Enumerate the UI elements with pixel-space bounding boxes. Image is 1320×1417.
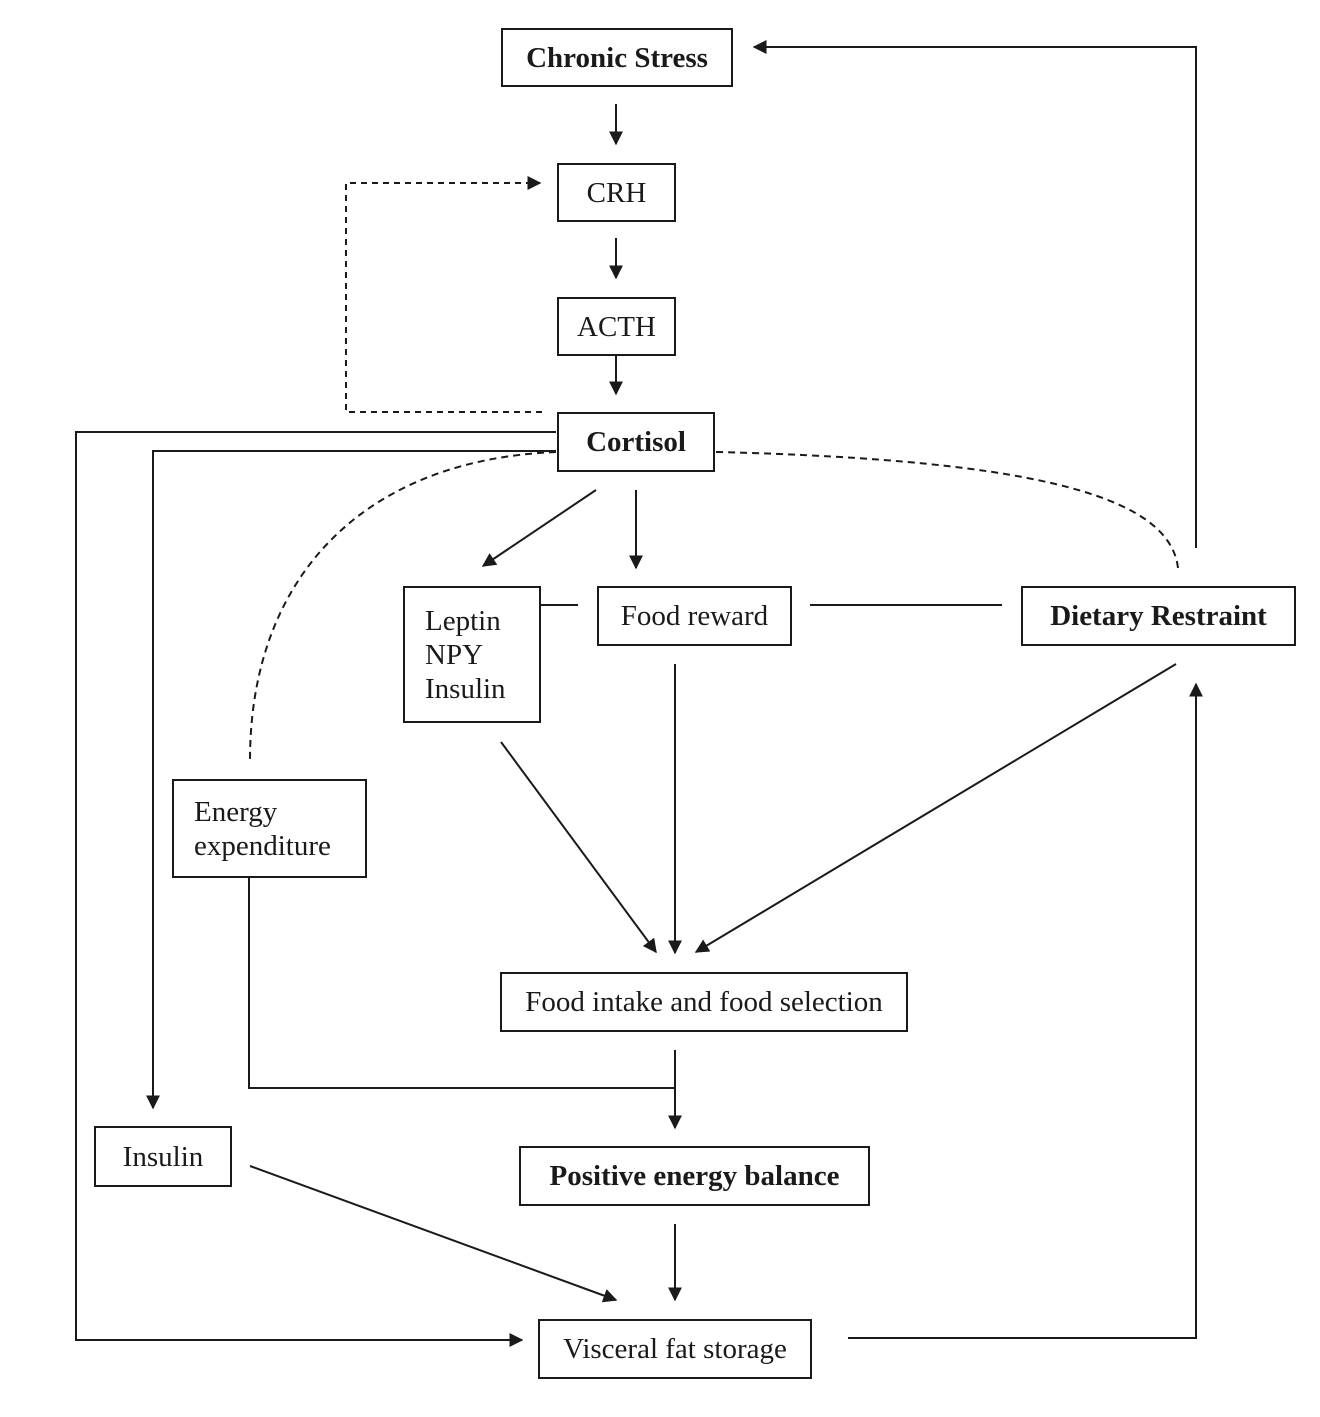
node-food-reward-label: Food reward (620, 600, 769, 632)
node-food-intake: Food intake and food selection (500, 972, 908, 1032)
node-positive-energy-balance: Positive energy balance (519, 1146, 870, 1206)
node-energy-expenditure: Energy expenditure (172, 779, 367, 878)
node-acth: ACTH (557, 297, 676, 356)
node-dietary-restraint: Dietary Restraint (1021, 586, 1296, 646)
arrow-insulin-to-visceral-fat (249, 1165, 618, 1303)
node-npy-label: NPY (425, 638, 484, 671)
node-acth-label: ACTH (577, 310, 656, 343)
node-visceral-fat-storage-label: Visceral fat storage (563, 1333, 787, 1365)
feedback-cortisol-to-crh (345, 176, 542, 413)
dashed-cortisol-to-energy-expenditure (249, 451, 557, 761)
arrow-visceral-fat-to-dietary-restraint (848, 682, 1203, 1339)
node-insulin-hormone-label: Insulin (425, 672, 506, 705)
node-insulin: Insulin (94, 1126, 232, 1187)
node-chronic-stress-label: Chronic Stress (526, 41, 708, 74)
node-visceral-fat-storage: Visceral fat storage (538, 1319, 812, 1379)
arrow-dietary-restraint-to-food-intake (694, 663, 1177, 953)
node-food-intake-label: Food intake and food selection (525, 986, 883, 1018)
node-leptin-label: Leptin (425, 604, 501, 637)
node-energy-label: Energy (194, 795, 278, 828)
node-chronic-stress: Chronic Stress (501, 28, 733, 87)
node-crh: CRH (557, 163, 676, 222)
arrow-cortisol-to-leptin (481, 489, 597, 567)
node-cortisol-label: Cortisol (586, 426, 686, 458)
link-energy-expenditure-to-balance (248, 878, 675, 1089)
node-crh-label: CRH (586, 176, 647, 209)
node-dietary-restraint-label: Dietary Restraint (1050, 600, 1267, 632)
node-cortisol: Cortisol (557, 412, 715, 472)
node-food-reward: Food reward (597, 586, 792, 646)
node-expenditure-label: expenditure (194, 829, 331, 862)
arrow-cortisol-to-insulin (146, 450, 556, 1110)
arrow-dietary-restraint-to-chronic-stress (752, 40, 1197, 548)
arrow-leptin-to-food-intake (500, 741, 657, 954)
node-leptin-npy-insulin: Leptin NPY Insulin (403, 586, 541, 723)
node-insulin-label: Insulin (122, 1140, 204, 1173)
node-positive-energy-balance-label: Positive energy balance (549, 1160, 840, 1192)
dashed-cortisol-to-dietary-restraint (715, 451, 1179, 569)
arrow-cortisol-to-visceral-fat (75, 431, 556, 1347)
